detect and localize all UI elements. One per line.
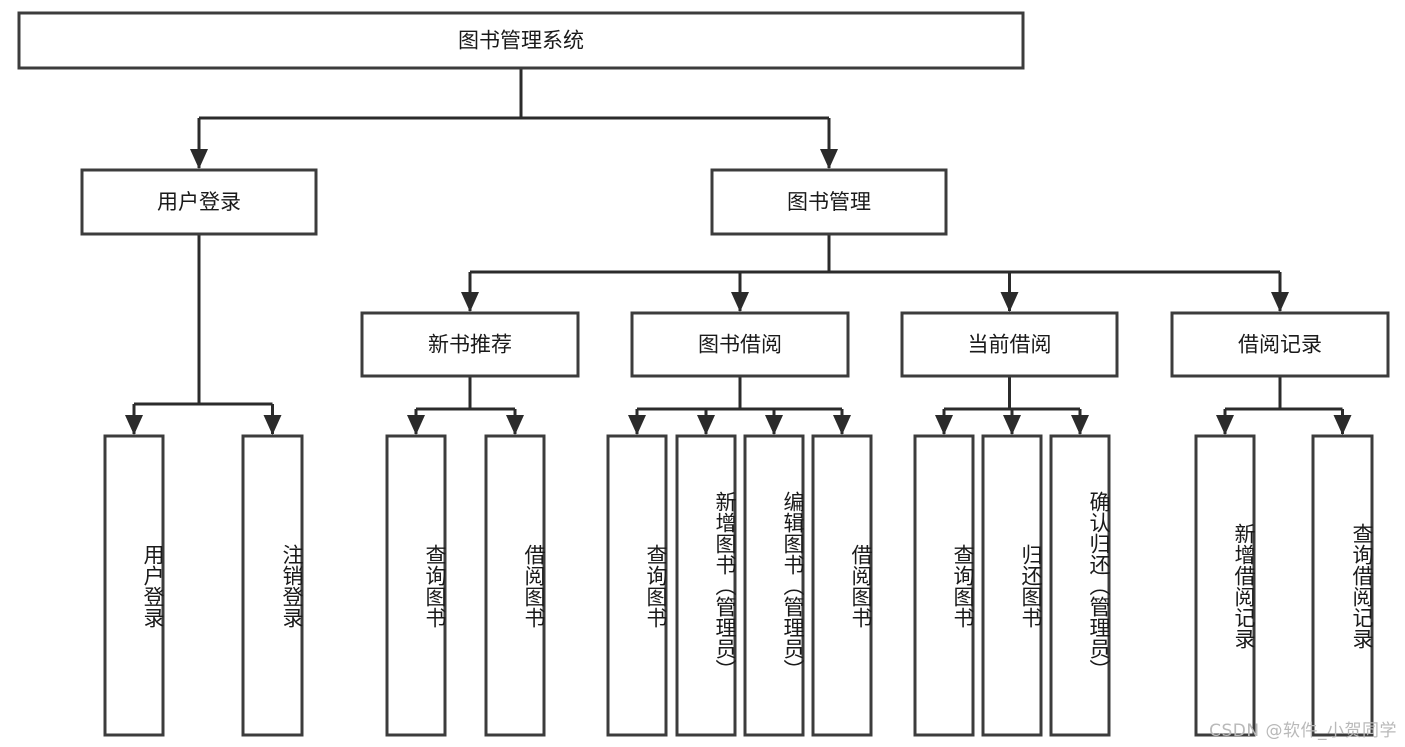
node-leaf-1[interactable] xyxy=(241,434,304,737)
node-level3-3-label: 借阅记录 xyxy=(1238,333,1322,357)
arrow-head-icon xyxy=(765,415,783,435)
node-box-layer xyxy=(17,11,1390,737)
arrow-head-icon xyxy=(190,149,208,169)
arrow-head-icon xyxy=(1271,292,1289,312)
arrow-head-icon xyxy=(461,292,479,312)
arrow-head-icon xyxy=(697,415,715,435)
arrow-head-icon xyxy=(125,415,143,435)
node-level3-0[interactable] xyxy=(360,311,580,378)
node-leaf-8[interactable] xyxy=(913,434,975,737)
arrow-head-icon xyxy=(1000,292,1019,312)
node-level3-2-label: 当前借阅 xyxy=(968,333,1052,357)
arrow-head-icon xyxy=(1071,415,1089,435)
node-leaf-12[interactable] xyxy=(1311,434,1374,737)
arrow-head-icon xyxy=(731,292,749,312)
arrow-head-icon xyxy=(1003,415,1021,435)
arrow-head-icon xyxy=(263,415,282,435)
node-root[interactable] xyxy=(17,11,1025,70)
watermark-text: CSDN @软件_小贺同学 xyxy=(1209,721,1397,741)
node-leaf-3[interactable] xyxy=(484,434,546,737)
node-leaf-0[interactable] xyxy=(103,434,165,737)
node-level2-0-label: 用户登录 xyxy=(157,190,241,214)
arrow-head-icon xyxy=(935,415,953,435)
node-level2-1[interactable] xyxy=(710,168,948,236)
node-level2-1-label: 图书管理 xyxy=(787,190,871,214)
node-level3-3[interactable] xyxy=(1170,311,1390,378)
node-leaf-4[interactable] xyxy=(606,434,668,737)
node-leaf-9[interactable] xyxy=(981,434,1043,737)
node-leaf-7[interactable] xyxy=(811,434,873,737)
node-level3-0-label: 新书推荐 xyxy=(428,333,512,357)
arrow-head-icon xyxy=(407,415,425,435)
arrow-head-icon xyxy=(833,415,851,435)
node-level2-0[interactable] xyxy=(80,168,318,236)
arrow-head-icon xyxy=(506,415,524,435)
node-level3-2[interactable] xyxy=(900,311,1119,378)
arrow-head-icon xyxy=(1216,415,1234,435)
node-leaf-11[interactable] xyxy=(1194,434,1256,737)
node-root-label: 图书管理系统 xyxy=(458,29,584,53)
node-level3-1[interactable] xyxy=(630,311,850,378)
node-leaf-2[interactable] xyxy=(385,434,447,737)
arrow-head-icon xyxy=(1333,415,1352,435)
arrow-head-icon xyxy=(628,415,646,435)
connector-layer xyxy=(125,68,1352,435)
arrow-head-icon xyxy=(820,149,838,169)
node-leaf-10[interactable] xyxy=(1049,434,1111,737)
node-leaf-6[interactable] xyxy=(743,434,805,737)
node-leaf-5[interactable] xyxy=(675,434,737,737)
node-level3-1-label: 图书借阅 xyxy=(698,333,782,357)
